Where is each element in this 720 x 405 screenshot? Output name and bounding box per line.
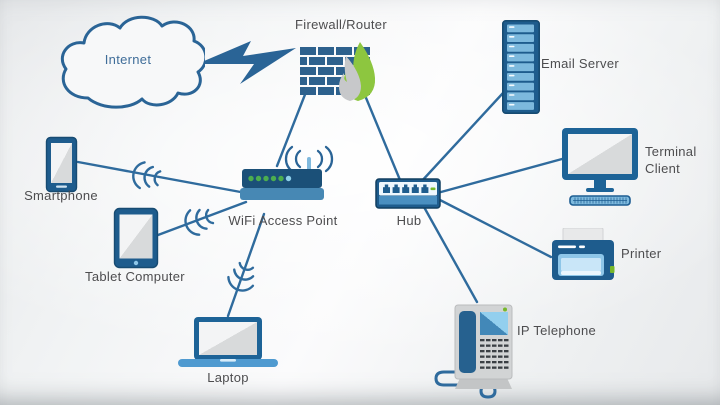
edge-firewall-hub (362, 91, 402, 182)
keypad (480, 339, 509, 369)
status-leds (248, 175, 292, 182)
edge-hub-ip-telephone (422, 205, 479, 304)
cloud-icon (60, 15, 205, 109)
wifi-access-point-label: WiFi Access Point (228, 213, 338, 228)
edge-hub-printer (438, 198, 553, 259)
internet-label: Internet (104, 52, 152, 67)
node-email-server[interactable] (502, 20, 540, 114)
node-laptop[interactable] (176, 315, 280, 369)
email-server-label: Email Server (541, 56, 620, 71)
node-internet[interactable] (50, 10, 205, 115)
node-wifi-access-point[interactable] (240, 145, 335, 207)
edge-smartphone-wifi-ap (76, 160, 248, 195)
node-ip-telephone[interactable] (430, 300, 520, 400)
node-terminal-client[interactable] (560, 126, 644, 206)
node-firewall[interactable] (298, 40, 384, 106)
keyboard-icon (569, 195, 631, 206)
node-printer[interactable] (550, 228, 620, 286)
edge-firewall-wifi-ap (275, 90, 308, 168)
tablet-label: Tablet Computer (85, 269, 185, 284)
network-switch-icon (375, 178, 441, 209)
desktop-computer-icon (562, 128, 638, 206)
green-led (430, 187, 436, 191)
terminal-client-label: Terminal Client (645, 144, 697, 176)
smartphone-label: Smartphone (24, 188, 98, 203)
tablet-icon (113, 207, 159, 269)
edge-hub-terminal-client (439, 157, 564, 194)
wireless-signal-icon (184, 208, 215, 236)
edge-laptop-wifi-ap (226, 212, 266, 318)
phone-cord (434, 370, 497, 399)
lightning-bolt-icon (197, 41, 296, 84)
handset-icon (459, 311, 476, 373)
node-tablet[interactable] (113, 207, 159, 269)
edge-tablet-wifi-ap (156, 200, 248, 237)
wireless-signal-icon (227, 261, 255, 292)
printer-label: Printer (621, 246, 662, 261)
wifi-router-icon (240, 145, 334, 200)
wireless-signal-icon (132, 161, 162, 190)
ip-telephone-label: IP Telephone (517, 323, 597, 338)
desk-phone-icon (434, 304, 513, 399)
laptop-icon (178, 317, 278, 367)
node-hub[interactable] (375, 178, 443, 211)
flame-gray-icon (339, 56, 361, 101)
node-smartphone[interactable] (45, 136, 79, 194)
laptop-label: Laptop (207, 370, 249, 385)
firewall-label: Firewall/Router (295, 17, 387, 32)
hub-label: Hub (396, 213, 422, 228)
smartphone-icon (45, 136, 78, 193)
output-tray (558, 254, 604, 276)
edge-email-server-hub (418, 91, 505, 185)
green-led (503, 307, 507, 312)
printer-icon (552, 228, 615, 280)
green-led (610, 266, 615, 273)
phone-screen (480, 312, 508, 335)
firewall-brick-flame-icon (300, 42, 376, 101)
server-rack-icon (502, 20, 540, 114)
ethernet-ports (383, 184, 429, 193)
